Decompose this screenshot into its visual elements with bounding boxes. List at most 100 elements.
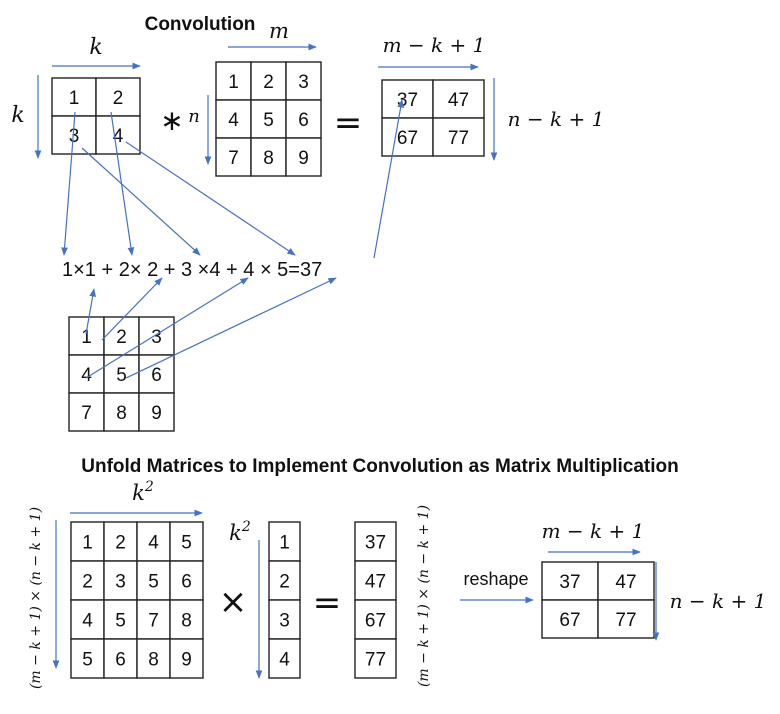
matrix-cell bbox=[136, 638, 171, 679]
matrix-cell-value: 3 bbox=[115, 572, 126, 593]
matrix-cell-value: 2 bbox=[279, 572, 290, 593]
input-width-label: m bbox=[269, 19, 289, 43]
matrix-cell bbox=[268, 599, 301, 640]
matrix-cell-value: 4 bbox=[148, 533, 159, 554]
matrix-cell-value: 8 bbox=[263, 148, 274, 169]
matrix-cell-value: 8 bbox=[148, 650, 159, 671]
matrix-cell-value: 3 bbox=[151, 327, 162, 348]
matrix-cell bbox=[68, 392, 105, 432]
matrix-cell-value: 6 bbox=[298, 110, 309, 131]
reshape-label: reshape bbox=[463, 569, 528, 589]
matrix-cell bbox=[103, 560, 138, 601]
unfolded-width-label-exp: 2 bbox=[144, 479, 154, 495]
input-2-to-equation-arrow bbox=[101, 277, 163, 341]
kernel-vector-label-exp: 2 bbox=[241, 519, 251, 535]
matrix-cell-value: 6 bbox=[115, 650, 126, 671]
matrix-cell bbox=[285, 137, 322, 177]
unfolded-width-label-base: k bbox=[132, 481, 145, 505]
matrix-cell bbox=[541, 599, 599, 639]
matrix-cell-value: 77 bbox=[448, 128, 469, 149]
matrix-cell bbox=[103, 521, 138, 562]
matrix-cell bbox=[354, 521, 397, 562]
reshaped-height-label: n − k + 1 bbox=[670, 589, 767, 613]
matrix-cell-value: 5 bbox=[263, 110, 274, 131]
matrix-cell-value: 8 bbox=[116, 403, 127, 424]
matrix-cell-value: 2 bbox=[263, 72, 274, 93]
matrix-cell-value: 9 bbox=[181, 650, 192, 671]
kernel-vector-label: k2 bbox=[229, 519, 251, 545]
matrix-cell-value: 6 bbox=[151, 365, 162, 386]
matrix-cell-value: 2 bbox=[116, 327, 127, 348]
matrix-cell-value: 9 bbox=[298, 148, 309, 169]
input-4-to-equation-arrow bbox=[85, 277, 249, 379]
output-height-label: n − k + 1 bbox=[508, 107, 605, 131]
input-5-to-equation-arrow bbox=[125, 277, 337, 379]
unfolded-width-label: k2 bbox=[132, 479, 154, 505]
matrix-cell bbox=[285, 61, 322, 101]
matrix-cell-value: 5 bbox=[116, 365, 127, 386]
matrix-cell bbox=[250, 99, 287, 139]
matrix-cell-value: 67 bbox=[559, 610, 580, 631]
matrix-cell-value: 7 bbox=[228, 148, 239, 169]
equals-sign-bottom: = bbox=[313, 583, 342, 623]
matrix-cell-value: 5 bbox=[115, 611, 126, 632]
matrix-cell-value: 77 bbox=[365, 650, 386, 671]
matrix-cell-value: 9 bbox=[151, 403, 162, 424]
matrix-cell bbox=[250, 61, 287, 101]
matrix-cell-value: 2 bbox=[82, 572, 93, 593]
matrix-cell bbox=[68, 316, 105, 356]
matrix-cell bbox=[138, 316, 175, 356]
matrix-cell bbox=[136, 560, 171, 601]
matrix-cell-value: 5 bbox=[181, 533, 192, 554]
matrix-cell-value: 4 bbox=[279, 650, 290, 671]
matrix-cell-value: 3 bbox=[298, 72, 309, 93]
matrix-cell-value: 7 bbox=[148, 611, 159, 632]
convolution-equation: 1×1 + 2× 2 + 3 ×4 + 4 × 5=37 bbox=[62, 259, 322, 281]
matrix-cell-value: 4 bbox=[82, 611, 93, 632]
matrix-cell-value: 6 bbox=[181, 572, 192, 593]
matrix-cell bbox=[70, 560, 105, 601]
matrix-cell bbox=[138, 392, 175, 432]
matrix-cell-value: 5 bbox=[148, 572, 159, 593]
matrix-cell-value: 37 bbox=[559, 572, 580, 593]
matrix-cell bbox=[103, 599, 138, 640]
matrix-cell-value: 1 bbox=[82, 533, 93, 554]
kernel-3-to-equation-arrow bbox=[81, 147, 201, 256]
kernel-1-to-equation-arrow bbox=[61, 111, 76, 256]
matrix-cell bbox=[169, 521, 204, 562]
result-vector-height-label: (m − k + 1) × (n − k + 1) bbox=[416, 505, 432, 687]
unfold-title: Unfold Matrices to Implement Convolution… bbox=[81, 456, 678, 477]
matrix-cell bbox=[354, 638, 397, 679]
matrix-cell-value: 77 bbox=[615, 610, 636, 631]
output-width-label: m − k + 1 bbox=[383, 33, 486, 57]
equals-sign-top: = bbox=[334, 103, 363, 143]
matrix-cell bbox=[597, 561, 655, 601]
matrix-cell-value: 8 bbox=[181, 611, 192, 632]
matrix-cell bbox=[432, 117, 485, 157]
matrix-cell bbox=[268, 521, 301, 562]
matrix-cell bbox=[381, 117, 434, 157]
matrix-cell-value: 1 bbox=[279, 533, 290, 554]
kernel-vector: 1 2 3 4 bbox=[268, 521, 301, 679]
matrix-cell-value: 3 bbox=[69, 126, 80, 147]
input-height-label: n bbox=[188, 106, 200, 127]
matrix-cell bbox=[70, 521, 105, 562]
matrix-cell bbox=[51, 77, 97, 117]
matrix-cell-value: 3 bbox=[279, 611, 290, 632]
kernel-vector-label-base: k bbox=[229, 521, 242, 545]
matrix-cell bbox=[215, 99, 252, 139]
matrix-cell-value: 4 bbox=[228, 110, 239, 131]
matrix-cell-value: 1 bbox=[228, 72, 239, 93]
matrix-cell-value: 37 bbox=[365, 533, 386, 554]
matrix-cell-value: 1 bbox=[69, 88, 80, 109]
matrix-cell bbox=[354, 560, 397, 601]
matrix-cell-value: 67 bbox=[397, 128, 418, 149]
matrix-cell-value: 4 bbox=[113, 126, 124, 147]
equation-to-output-arrow bbox=[373, 99, 404, 259]
matrix-cell bbox=[268, 560, 301, 601]
